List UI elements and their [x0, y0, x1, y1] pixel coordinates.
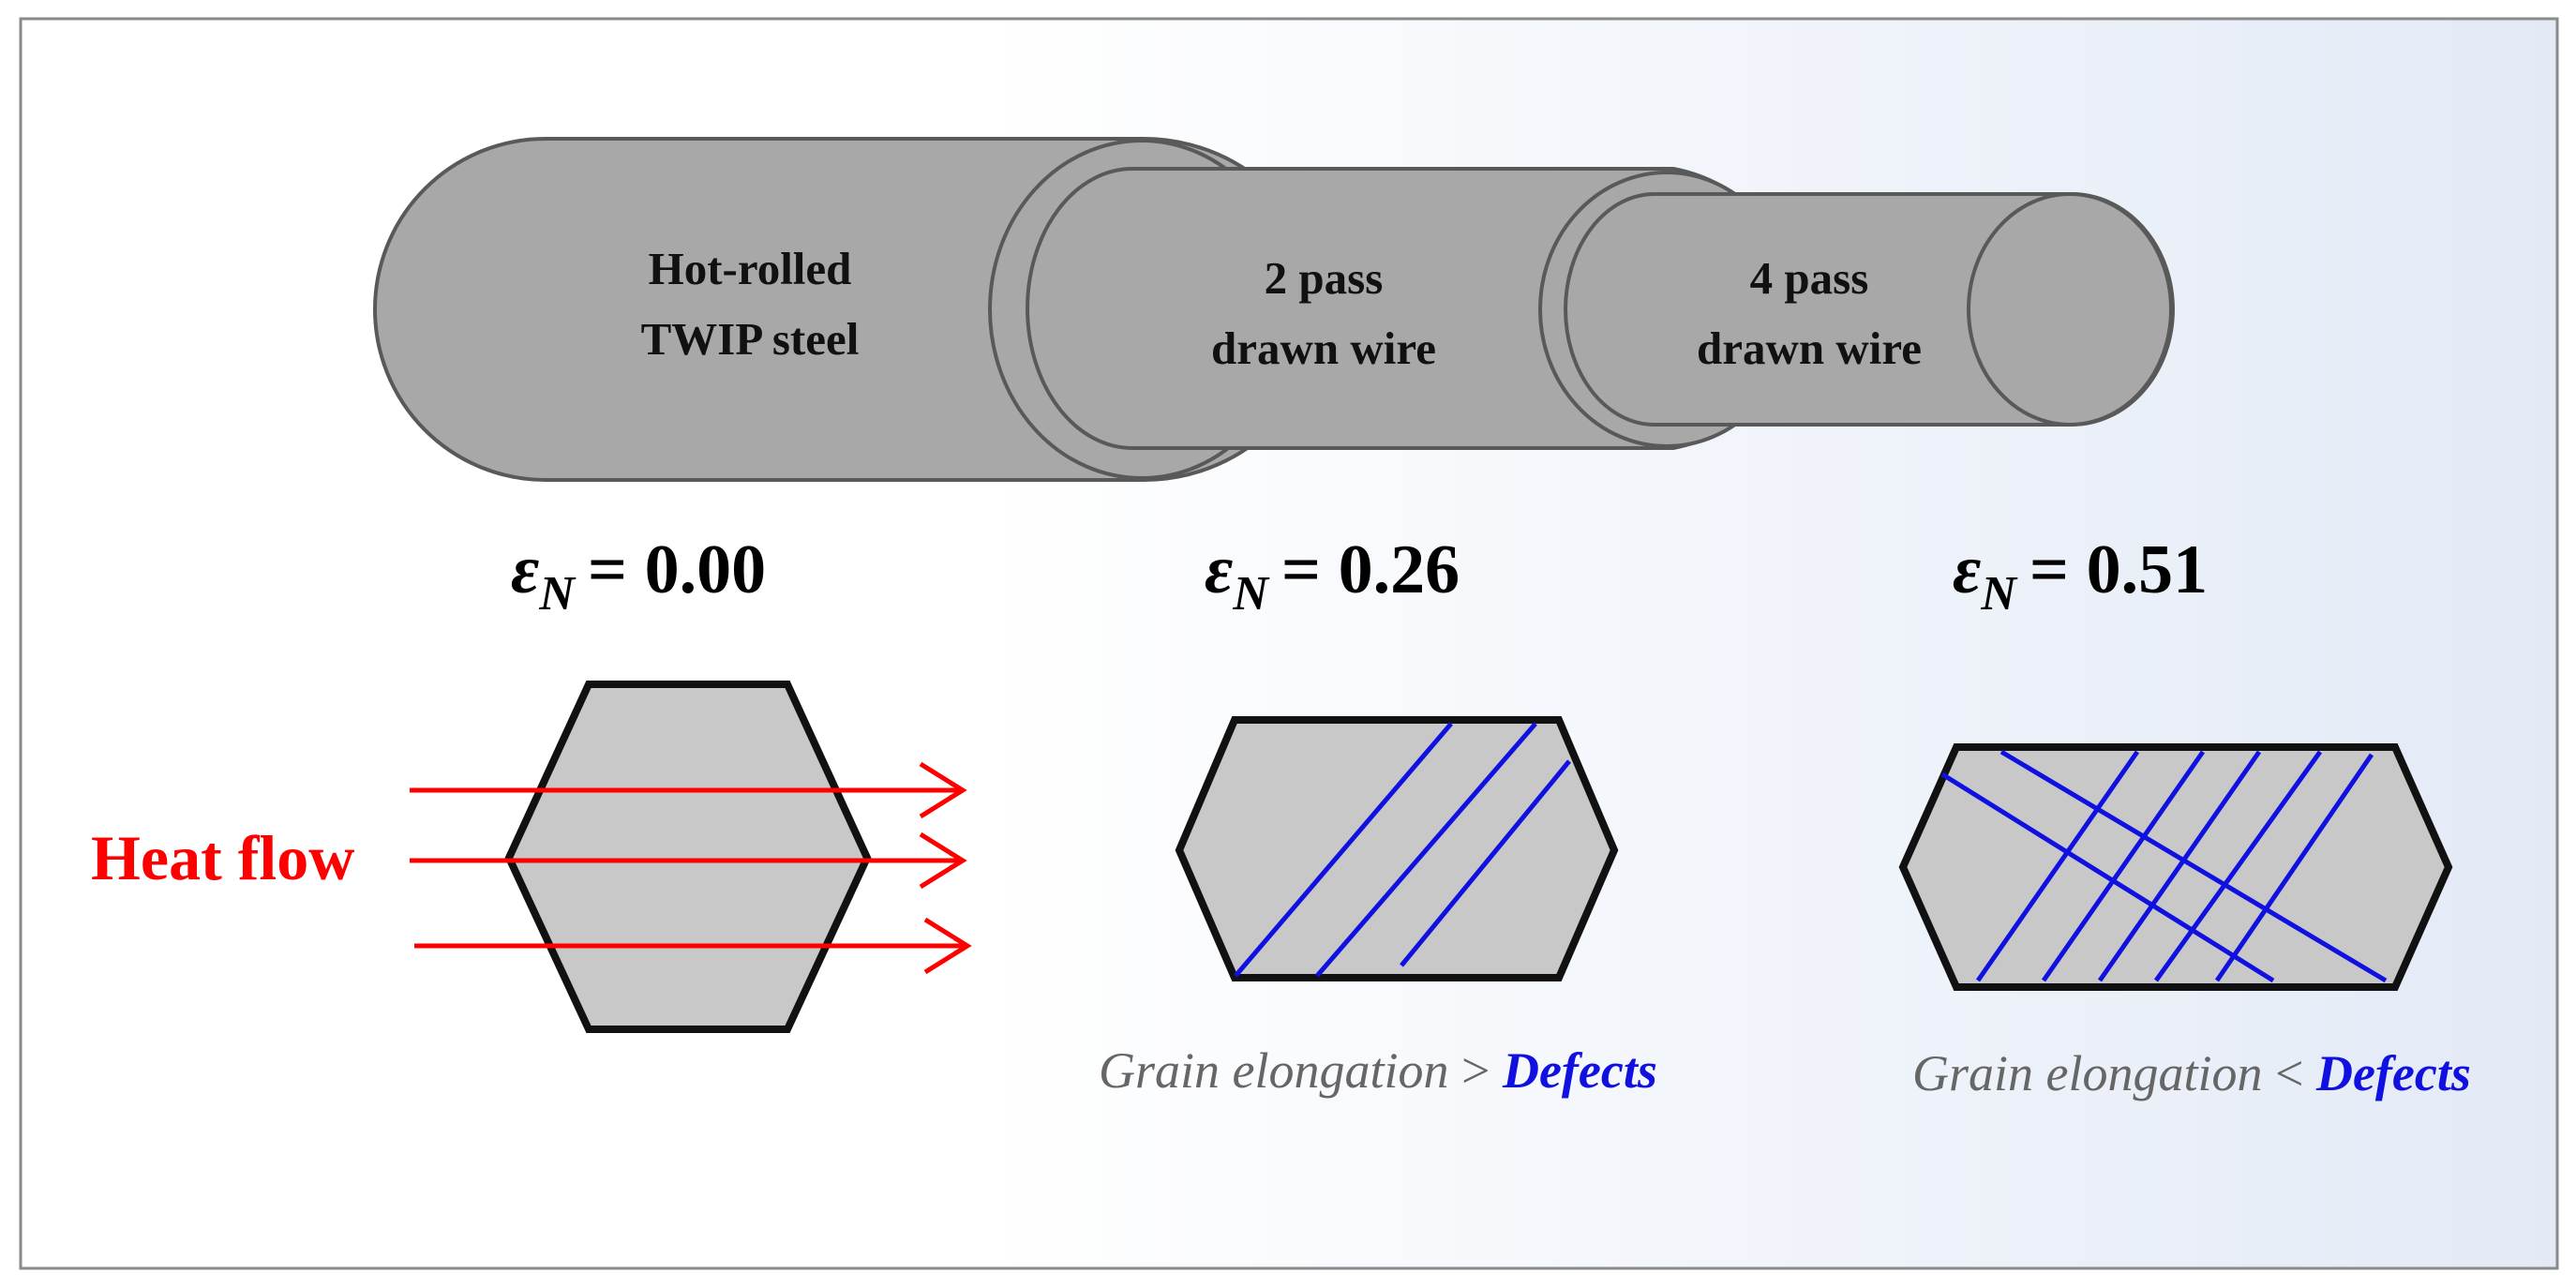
defect-line — [2153, 750, 2323, 982]
grain-hexagon-hot-rolled — [504, 681, 872, 1033]
defect-line — [1315, 722, 1537, 978]
heat-flow-arrows — [410, 790, 966, 946]
defect-lines-forward — [1975, 750, 2374, 982]
arrowhead — [923, 917, 972, 975]
defect-line — [1940, 771, 2275, 983]
wire-label-pass4-line1: 4 pass — [1750, 252, 1869, 304]
caption-pass4: Grain elongation < Defects — [1912, 1045, 2471, 1101]
strain-label-1: εN= 0.00 — [511, 532, 766, 621]
wire-label-pass2-line2: drawn wire — [1211, 322, 1436, 374]
wire-label-pass2-line1: 2 pass — [1265, 252, 1384, 304]
defect-line — [2041, 750, 2206, 982]
defect-line — [1975, 750, 2140, 982]
wire-pass-4 — [1564, 192, 2175, 427]
caption-pass2: Grain elongation > Defects — [1099, 1042, 1657, 1099]
defect-lines-backward — [1940, 749, 2388, 983]
grain-hexagon-pass4 — [1898, 743, 2453, 991]
wire-end-face — [1967, 192, 2173, 427]
strain-label-2: εN= 0.26 — [1205, 532, 1460, 621]
defect-line — [2214, 753, 2374, 982]
defect-lines — [1234, 722, 1571, 978]
heat-flow-label: Heat flow — [91, 822, 354, 893]
wire-label-hot-rolled-line2: TWIP steel — [641, 313, 860, 365]
defect-line — [1234, 722, 1453, 978]
defect-line — [1400, 759, 1571, 967]
defect-line — [2097, 750, 2262, 982]
arrowhead — [919, 831, 967, 890]
strain-label-3: εN= 0.51 — [1953, 532, 2208, 621]
arrowhead — [919, 761, 967, 819]
heat-flow-arrowheads — [919, 761, 972, 975]
wire-label-hot-rolled-line1: Hot-rolled — [649, 243, 852, 294]
wire-label-pass4-line2: drawn wire — [1697, 322, 1922, 374]
grain-hexagon-pass2 — [1175, 716, 1619, 981]
defect-line — [1999, 749, 2388, 983]
